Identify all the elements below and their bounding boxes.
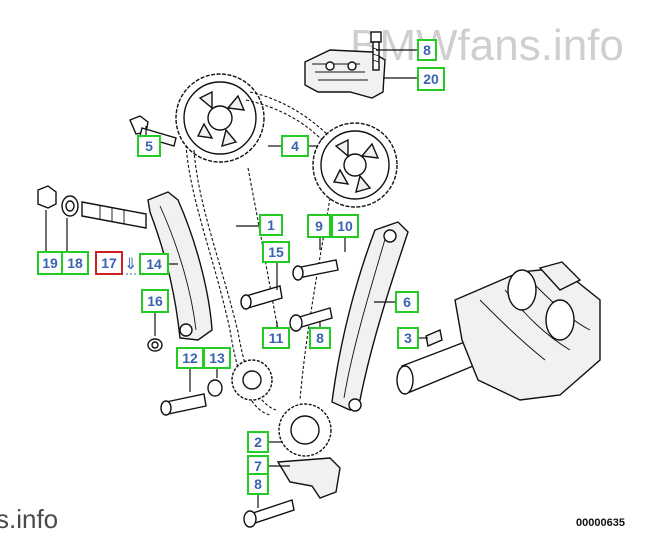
- tensioner-rail-right: [331, 221, 409, 412]
- leader-lines: [45, 49, 428, 508]
- callout-9[interactable]: 9: [307, 214, 331, 238]
- callout-17[interactable]: 17: [95, 251, 123, 275]
- watermark-bottom-left: s.info: [0, 504, 58, 534]
- callout-1[interactable]: 1: [259, 214, 283, 236]
- callout-19[interactable]: 19: [37, 251, 63, 275]
- bolt-bottom: [243, 499, 295, 528]
- callout-11[interactable]: 11: [262, 327, 290, 349]
- callout-7[interactable]: 7: [247, 455, 269, 477]
- down-arrow-icon: ⇓: [124, 254, 137, 273]
- crankshaft: [396, 261, 601, 401]
- svg-text:4: 4: [291, 138, 299, 154]
- camshaft-bolt-left: [37, 185, 147, 229]
- svg-text:9: 9: [315, 218, 323, 234]
- diagram-code: 00000635: [576, 517, 625, 529]
- callout-3[interactable]: 3: [397, 327, 419, 349]
- svg-text:14: 14: [146, 256, 162, 272]
- callout-18[interactable]: 18: [61, 251, 89, 275]
- svg-text:2: 2: [254, 434, 262, 450]
- callout-15[interactable]: 15: [262, 241, 290, 263]
- svg-text:16: 16: [147, 293, 163, 309]
- camshaft-sprocket-left: [175, 73, 265, 163]
- callout-5[interactable]: 5: [137, 135, 161, 157]
- camshaft-sprocket-right: [312, 122, 398, 208]
- svg-text:11: 11: [269, 330, 284, 346]
- callout-4[interactable]: 4: [281, 135, 309, 157]
- callout-2[interactable]: 2: [247, 431, 269, 453]
- svg-text:8: 8: [423, 42, 431, 58]
- nut-16: [147, 338, 163, 352]
- svg-text:13: 13: [209, 350, 225, 366]
- svg-text:8: 8: [316, 330, 324, 346]
- callout-6[interactable]: 6: [395, 291, 419, 313]
- svg-text:18: 18: [67, 255, 83, 271]
- callout-14[interactable]: 14: [139, 253, 169, 275]
- callout-10[interactable]: 10: [331, 214, 359, 238]
- svg-text:17: 17: [101, 255, 117, 271]
- parts-illustration: [37, 31, 601, 528]
- watermark-top: BMWfans.info: [350, 21, 624, 70]
- svg-text:12: 12: [182, 350, 198, 366]
- svg-text:8: 8: [254, 476, 262, 492]
- svg-text:20: 20: [423, 71, 439, 87]
- svg-text:5: 5: [145, 138, 153, 154]
- bracket-7: [276, 457, 341, 499]
- bolt-top: [370, 31, 382, 71]
- svg-text:1: 1: [267, 217, 275, 233]
- callout-12[interactable]: 12: [176, 347, 204, 369]
- intermediate-sprocket: [160, 359, 273, 416]
- guide-rail-left: [147, 191, 213, 341]
- crankshaft-sprocket: [278, 403, 332, 457]
- callout-8-mid[interactable]: 8: [309, 327, 331, 349]
- svg-text:15: 15: [268, 244, 284, 260]
- svg-text:19: 19: [42, 255, 58, 271]
- bolt-middle: [289, 307, 333, 332]
- svg-text:3: 3: [404, 330, 412, 346]
- woodruff-key: [425, 329, 443, 347]
- pivot-bolt-15: [240, 259, 339, 310]
- svg-text:10: 10: [337, 218, 353, 234]
- callouts: 8 20 5 4 1 9 10 15 19 18 17 ⇓: [37, 39, 445, 495]
- callout-20[interactable]: 20: [417, 67, 445, 91]
- callout-16[interactable]: 16: [141, 289, 169, 313]
- callout-8-bottom[interactable]: 8: [247, 473, 269, 495]
- tensioner-housing: [304, 49, 386, 99]
- svg-text:6: 6: [403, 294, 411, 310]
- callout-13[interactable]: 13: [203, 347, 231, 369]
- svg-text:7: 7: [254, 458, 262, 474]
- callout-8-top[interactable]: 8: [417, 39, 437, 61]
